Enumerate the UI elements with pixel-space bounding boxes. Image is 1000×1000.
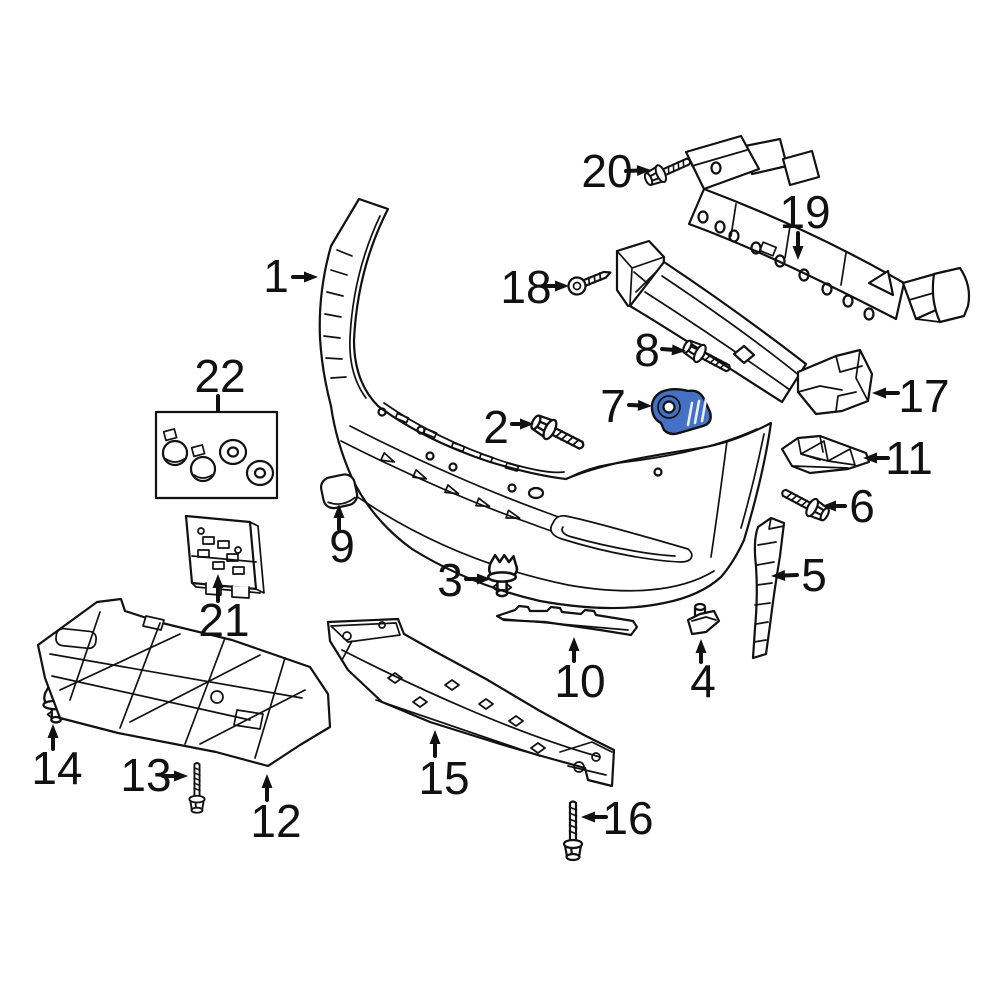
part-number-label-17: 17 [898,370,949,422]
part-number-label-2: 2 [483,401,509,453]
callout-11: 11 [863,432,933,484]
callout-17: 17 [872,370,950,422]
part-number-label-18: 18 [500,261,551,313]
callout-14-arrowhead [47,724,59,738]
callout-19: 19 [779,186,831,260]
callout-15-arrowhead [429,730,441,744]
part-16-bolt [562,800,584,862]
callout-11-arrowhead [863,452,877,464]
callout-21-arrowhead [212,574,224,588]
part-9-cap [319,473,359,510]
part-number-label-9: 9 [329,520,355,572]
callout-4-arrowhead [695,639,707,653]
part-number-label-13: 13 [120,749,171,801]
callout-16: 16 [581,792,654,844]
callout-2-arrowhead [520,418,534,430]
part-20-bolt [641,151,695,190]
part-number-label-20: 20 [581,145,632,197]
part-number-label-14: 14 [31,742,82,794]
part-5-side-stiffener [751,516,786,660]
part-number-label-22: 22 [194,350,245,402]
callout-18-arrowhead [555,280,569,292]
part-number-label-16: 16 [602,792,653,844]
callout-16-arrowhead [581,811,595,823]
callout-12: 12 [250,774,302,847]
part-18-screw [567,270,612,296]
callout-1: 1 [263,250,318,302]
part-number-label-6: 6 [849,480,875,532]
callout-5: 5 [771,549,827,601]
callout-9-arrowhead [333,504,345,518]
part-2-bolt [526,410,589,457]
part-number-label-1: 1 [263,250,289,302]
part-number-label-11: 11 [885,432,933,484]
part-number-label-5: 5 [801,549,827,601]
sensor-ring [657,395,681,419]
callout-4: 4 [690,639,716,707]
part-6-bolt [777,482,833,526]
callout-14: 14 [31,724,83,794]
kit-plug-b [189,444,217,483]
part-number-label-21: 21 [198,594,249,646]
callout-3: 3 [437,554,491,606]
part-22-hardware-kit [154,410,279,500]
part-number-label-15: 15 [418,752,469,804]
callout-18: 18 [500,261,569,313]
callout-2: 2 [483,401,534,453]
callout-10-arrowhead [568,637,580,651]
callout-13: 13 [120,749,188,801]
part-17-energy-absorber [615,239,874,416]
callout-7-arrowhead [637,399,652,411]
part-number-label-4: 4 [690,655,716,707]
part-13-screw [188,762,206,814]
part-number-label-3: 3 [437,554,463,606]
kit-plug-a [161,428,189,467]
callout-7: 7 [600,380,652,432]
callout-13-arrowhead [174,770,188,782]
sensor-hole [662,400,676,414]
part-number-label-10: 10 [554,655,605,707]
callout-5-arrowhead [771,569,786,581]
callout-19-arrowhead [792,246,804,260]
callout-9: 9 [329,504,355,572]
callout-6-arrowhead [822,500,836,512]
kit-grommet-b [245,459,275,487]
callout-8: 8 [634,324,686,376]
callout-20: 20 [581,145,651,197]
kit-grommet-a [218,438,248,466]
part-15-under-cover-center [326,617,616,788]
part-number-label-19: 19 [779,186,830,238]
part-7-sensor-bracket [650,388,712,436]
callout-21: 21 [198,574,250,646]
callout-6: 6 [822,480,875,532]
part-number-label-12: 12 [250,795,301,847]
callout-17-arrowhead [872,387,886,399]
part-10-lower-trim [495,604,639,637]
part-number-label-7: 7 [600,380,626,432]
part-number-label-8: 8 [634,324,660,376]
callout-1-arrowhead [304,271,318,283]
part-21-license-bracket [184,514,265,599]
callout-22: 22 [194,350,246,413]
callout-10: 10 [554,637,606,707]
callout-8-arrowhead [671,344,686,356]
callout-15: 15 [418,730,470,804]
part-4-clip [686,602,721,636]
callout-3-arrowhead [477,573,491,585]
part-11-bracket [780,434,871,475]
part-12-under-cover-left [36,597,332,768]
callout-12-arrowhead [261,774,273,788]
part-1-bumper-cover [318,197,773,610]
callout-20-arrowhead [636,165,651,177]
